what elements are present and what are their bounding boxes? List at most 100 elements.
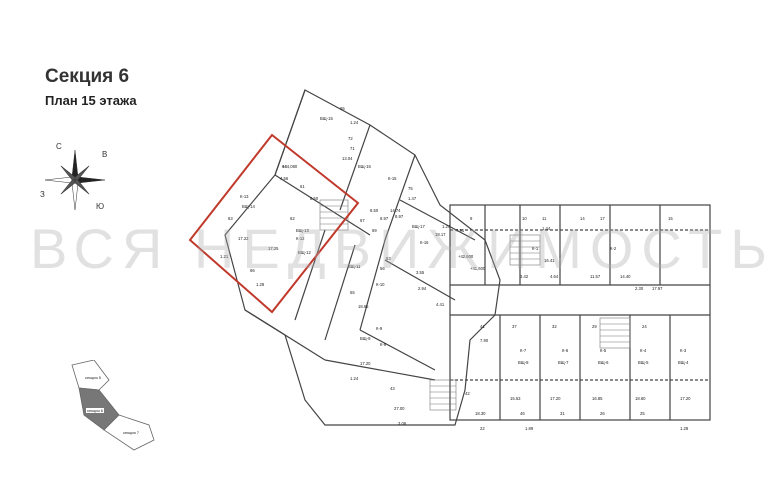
plan-label: 2.30 [635,286,644,291]
plan-label: 1.44 [542,226,551,231]
plan-label: 15.53 [510,396,521,401]
plan-label: 75 [408,186,413,191]
plan-label: 67 [360,218,365,223]
plan-label: К-8 [380,342,387,347]
plan-label: 4.64 [550,274,559,279]
plan-label: 1.89 [525,426,534,431]
plan-label: ВЩ-7 [558,360,569,365]
plan-label: 72 [348,136,353,141]
minimap-section-6[interactable]: секция 6 [86,408,105,413]
plan-label: 4.56 [280,176,289,181]
plan-label: 17.20 [680,396,691,401]
plan-label: ВЩ-12 [298,250,311,255]
plan-label: К-4 [640,348,647,353]
plan-label: ВЩ-15 [320,116,333,121]
plan-label: 14.74 [390,208,401,213]
plan-label: ВЩ-4 [678,360,689,365]
plan-label: 55 [350,290,355,295]
plan-label: ВЩ-16 [358,164,371,169]
plan-label: 25 [640,411,645,416]
plan-label: 7.91 [456,228,465,233]
plan-label: 27.00 [394,406,405,411]
plan-label: 17.20 [360,361,371,366]
plan-label: 18.17 [435,232,446,237]
minimap-section-5[interactable]: секция 5 [84,375,103,380]
plan-label: 17.25 [268,246,279,251]
plan-label: 61 [300,184,305,189]
plan-label: ВЩ-11 [348,264,361,269]
plan-label: К-5 [600,348,607,353]
compass-south: Ю [96,202,105,211]
plan-label: 18.60 [635,396,646,401]
page-subtitle: План 15 этажа [45,93,137,108]
plan-label: К-2 [610,246,617,251]
plan-label: ВЩ-5 [638,360,649,365]
plan-label: 43 [390,386,395,391]
plan-label: 11 [542,216,547,221]
plan-label: 1.47 [408,196,417,201]
plan-label: ВЩ-9 [360,336,371,341]
plan-label: 18.65 [358,304,369,309]
plan-label: 8.97 [380,216,389,221]
plan-label: 24 [642,324,647,329]
minimap-section-7[interactable]: секция 7 [122,430,141,435]
plan-label: ВЩ-17 [412,224,425,229]
plan-label: 17 [600,216,605,221]
plan-label: 41 [480,324,485,329]
compass-north: С [56,142,62,151]
plan-label: К-1 [532,246,539,251]
plan-label: 8.50 [370,208,379,213]
plan-label: 2.94 [418,286,427,291]
plan-label: 9 [470,216,473,221]
plan-label: 46 [520,411,525,416]
plan-label: 64 [282,164,287,169]
plan-label: К-7 [520,348,527,353]
plan-label: 18.30 [475,411,486,416]
plan-label: К-9 [376,326,383,331]
plan-label: 22 [480,426,485,431]
plan-label: 31 [560,411,565,416]
plan-label: 69 [372,228,377,233]
plan-label: 1.21 [220,254,229,259]
plan-label: 17.20 [550,396,561,401]
plan-label: 16.85 [592,396,603,401]
plan-label: 37 [512,324,517,329]
plan-label: +42,600 [458,254,474,259]
plan-label: К-6 [562,348,569,353]
plan-label: +44,080 [282,164,298,169]
plan-label: К-3 [680,348,687,353]
plan-label: 4.41 [436,302,445,307]
plan-label: 14.40 [620,274,631,279]
plan-label: 3.55 [416,270,425,275]
plan-label: 10 [522,216,527,221]
plan-label: 17.22 [238,236,249,241]
plan-label: ВЩ-8 [518,360,529,365]
plan-label: 62 [290,216,295,221]
section-minimap: секция 5 секция 6 секция 7 [64,359,164,460]
plan-label: 16.41 [544,258,555,263]
plan-label: 53 [386,256,391,261]
plan-label: 56 [380,266,385,271]
plan-label: К-10 [376,282,385,287]
plan-label: 1.24 [442,224,451,229]
plan-label: 32 [552,324,557,329]
plan-label: ВЩ-6 [598,360,609,365]
compass-rose-icon: С В Ю З [30,140,120,220]
plan-label: 29 [592,324,597,329]
plan-label: 65 [340,106,345,111]
plan-label: 11.57 [590,274,601,279]
plan-label: 66 [250,268,255,273]
plan-label: 17.97 [652,286,663,291]
plan-label: 7.90 [480,338,489,343]
plan-label: 3.42 [520,274,529,279]
plan-label: 63 [228,216,233,221]
plan-label: 3.06 [398,421,407,426]
plan-label: ВЩ-13 [296,228,309,233]
selected-apartment-highlight[interactable] [188,133,360,314]
plan-label: +41,600 [470,266,486,271]
plan-label: 1.24 [350,120,359,125]
plan-label: К-12 [296,236,305,241]
plan-label: К-13 [240,194,249,199]
